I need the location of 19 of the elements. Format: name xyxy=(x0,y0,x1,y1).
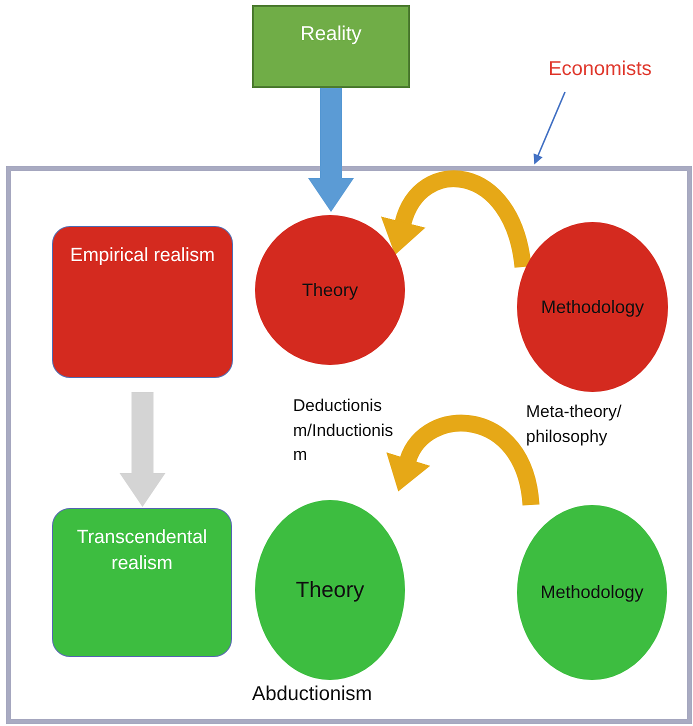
frame-border xyxy=(6,166,692,724)
node-text: Empirical realism xyxy=(70,244,215,268)
caption-text: Meta-theory/ philosophy xyxy=(526,401,622,448)
caption-text: Deductionism/Inductionism xyxy=(293,395,394,466)
block-arrow xyxy=(388,414,540,506)
node-text: Reality xyxy=(300,22,362,47)
reality-box xyxy=(252,5,410,88)
node-text: Methodology xyxy=(540,581,644,604)
caption-text: Abductionism xyxy=(252,682,374,707)
label-text: Economists xyxy=(530,58,670,86)
node-text: Transcendental realism xyxy=(76,526,208,576)
node-text: Theory xyxy=(296,576,364,604)
realism-box xyxy=(52,508,232,657)
node-text: Theory xyxy=(302,278,358,302)
realism-box xyxy=(52,226,233,378)
block-arrow xyxy=(308,88,354,212)
block-arrow xyxy=(120,392,166,507)
node-text: Methodology xyxy=(540,296,644,319)
arrow xyxy=(534,92,566,164)
